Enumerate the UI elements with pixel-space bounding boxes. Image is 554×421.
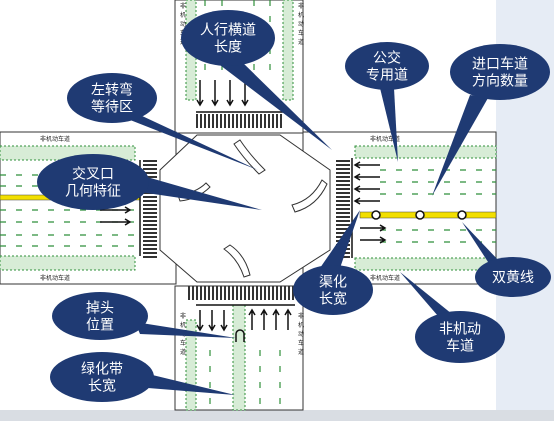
callout-label: 车道: [446, 338, 474, 355]
non-motor-lane-label: 道: [180, 348, 186, 356]
non-motor-lane-label: 动: [298, 21, 304, 28]
callout-pointer: [216, 60, 332, 150]
callout-label: 专用道: [366, 68, 408, 84]
callout-bubble: [450, 44, 550, 100]
non-motor-lane-label: 动: [180, 21, 186, 28]
callout-label: 非机动: [439, 322, 481, 338]
callout-bubble: [293, 265, 373, 315]
intersection-area: [159, 134, 331, 283]
callout-label: 长度: [214, 40, 242, 56]
callout-bubble: [52, 292, 148, 340]
callout-bubble: [345, 42, 429, 90]
non-motor-lane-label: 道: [298, 348, 304, 356]
non-motor-lane-label: 车: [180, 339, 186, 347]
callout-pointer: [380, 88, 398, 162]
callout-label: 绿化带: [81, 362, 123, 378]
callout-pointer: [400, 272, 452, 316]
callout-label: 人行横道: [200, 23, 256, 39]
callout-pointer: [462, 222, 500, 265]
callout-label: 等待区: [91, 99, 133, 116]
centerline-marker: [415, 210, 425, 220]
non-motor-lane-label: 非机动车道: [40, 135, 70, 143]
callout-pointer: [432, 95, 488, 196]
callout-pointer: [125, 115, 258, 170]
callout-label: 方向数量: [472, 74, 528, 90]
yellow-centerline-east: [359, 211, 497, 219]
non-motor-lane-label: 道: [298, 38, 304, 46]
non-motor-lane-label: 动: [298, 331, 304, 338]
non-motor-lane-label: 机: [180, 11, 186, 19]
callout-label: 几何特征: [65, 184, 121, 200]
callout-bubble: [181, 10, 275, 66]
north-lane-arrows: [196, 80, 249, 107]
callout-bubble: [475, 257, 551, 297]
callout-label: 进口车道: [472, 56, 528, 73]
callout-pointer: [320, 210, 360, 268]
non-motor-lane-label: 车: [298, 29, 304, 37]
callout-label: 位置: [86, 318, 114, 334]
east-lane-arrows: [353, 161, 387, 244]
centerline-marker: [457, 210, 467, 220]
callout-bubble: [67, 73, 157, 123]
non-motor-lane-label: 非: [298, 312, 304, 320]
callout-label: 左转弯: [91, 82, 133, 99]
callout-label: 长宽: [319, 291, 347, 308]
callout-label: 长宽: [88, 378, 116, 395]
non-motor-lane-label: 非机动车道: [370, 135, 400, 143]
non-motor-lane-label: 非: [180, 312, 186, 320]
south-lane-arrows: [196, 308, 292, 332]
callouts: 人行横道长度左转弯等待区交叉口几何特征公交专用道进口车道方向数量双黄线渠化长宽非…: [37, 10, 551, 402]
callout-label: 渠化: [319, 275, 347, 291]
callout-bubble: [415, 311, 505, 363]
non-motor-lane-label: 非机动车道: [370, 274, 400, 282]
callout-label: 双黄线: [492, 269, 534, 286]
callout-bubble: [37, 154, 149, 210]
callout-double-yellow: 双黄线: [462, 222, 551, 297]
non-motor-lane-label: 非: [298, 2, 304, 10]
callout-pointer: [140, 175, 262, 210]
non-motor-lane-label: 非: [180, 2, 186, 10]
callout-label: 掉头: [86, 301, 114, 317]
callout-label: 公交: [373, 50, 401, 67]
non-motor-lane-label: 机: [298, 11, 304, 19]
non-motor-lane-label: 非机动车道: [40, 274, 70, 282]
non-motor-lane-label: 机: [180, 321, 186, 329]
u-turn-marker: [235, 329, 245, 342]
callout-non-motor-lane: 非机动车道: [400, 272, 505, 363]
footer-strip: [0, 410, 554, 421]
callout-pointer: [135, 322, 236, 338]
callout-pointer: [140, 372, 235, 395]
callout-label: 交叉口: [72, 166, 114, 183]
callout-bubble: [50, 352, 154, 402]
non-motor-lane-label: 车: [298, 339, 304, 347]
non-motor-lane-label: 机: [298, 321, 304, 329]
centerline-marker: [371, 210, 381, 220]
